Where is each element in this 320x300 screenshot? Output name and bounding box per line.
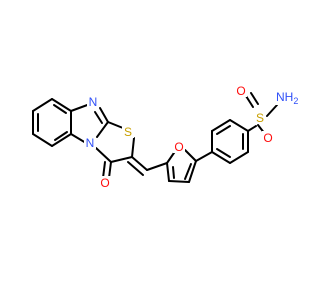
bond bbox=[146, 162, 168, 171]
benzene-ring-right bbox=[211, 119, 249, 164]
bond bbox=[107, 121, 124, 129]
sulfonamide-group bbox=[245, 92, 278, 135]
bond bbox=[94, 111, 103, 124]
bond bbox=[51, 133, 72, 147]
bond bbox=[131, 137, 135, 158]
atom-label-main: NH bbox=[276, 90, 293, 104]
bond bbox=[250, 92, 259, 105]
atom-label: N bbox=[86, 136, 95, 150]
bond bbox=[95, 147, 112, 163]
bond bbox=[172, 166, 175, 179]
bond bbox=[102, 161, 106, 179]
bond bbox=[211, 119, 231, 132]
molecule-structure: N N S O O S O O NH2 bbox=[32, 84, 298, 190]
atom-s-sulfonyl: S bbox=[254, 111, 266, 125]
bond bbox=[32, 98, 53, 112]
bond bbox=[127, 161, 144, 176]
bond bbox=[108, 161, 112, 179]
atom-label: O bbox=[100, 176, 109, 190]
bond bbox=[32, 133, 53, 147]
atom-label: N bbox=[89, 95, 98, 109]
atom-n-imine: N bbox=[87, 95, 99, 109]
bond bbox=[184, 163, 192, 180]
atom-label: O bbox=[263, 131, 272, 145]
bond bbox=[54, 131, 68, 141]
bond bbox=[266, 104, 278, 117]
atom-n-amide: NH2 bbox=[275, 90, 298, 106]
atom-label: S bbox=[124, 125, 132, 139]
bond bbox=[211, 151, 231, 164]
bond bbox=[131, 156, 148, 171]
bond bbox=[99, 107, 109, 123]
atom-o-sulfonyl-bottom: O bbox=[262, 131, 274, 145]
bond bbox=[96, 121, 109, 138]
bond bbox=[70, 133, 87, 144]
thiazole-ring bbox=[95, 121, 135, 179]
atom-label: O bbox=[174, 140, 183, 154]
bond bbox=[245, 95, 254, 108]
atom-o-carbonyl: O bbox=[99, 176, 111, 190]
atom-o-sulfonyl-top: O bbox=[235, 84, 247, 98]
bond bbox=[168, 180, 190, 183]
bond bbox=[229, 151, 249, 164]
bond bbox=[51, 98, 72, 112]
bond bbox=[229, 119, 249, 132]
bond bbox=[53, 104, 67, 114]
furan-ring bbox=[166, 149, 197, 183]
atom-label: O bbox=[236, 84, 245, 98]
bond bbox=[216, 125, 231, 135]
bond bbox=[188, 160, 197, 183]
bond bbox=[216, 148, 231, 158]
atom-label: NH2 bbox=[276, 90, 298, 106]
methylidene-bridge bbox=[127, 156, 168, 176]
atom-label-subscript: 2 bbox=[293, 96, 298, 106]
bond bbox=[247, 125, 257, 132]
bond bbox=[184, 149, 197, 162]
imidazole-ring bbox=[70, 103, 109, 144]
benzene-ring-left bbox=[32, 98, 72, 147]
atom-label: S bbox=[256, 111, 264, 125]
bond bbox=[110, 156, 133, 163]
bond bbox=[195, 151, 213, 162]
bond bbox=[70, 103, 91, 112]
bond bbox=[166, 162, 170, 182]
atom-o-furan: O bbox=[173, 140, 185, 154]
structure-canvas: N N S O O S O O NH2 bbox=[32, 84, 298, 190]
atom-s-thiazole: S bbox=[122, 125, 134, 139]
atom-n-ring: N bbox=[84, 136, 96, 150]
